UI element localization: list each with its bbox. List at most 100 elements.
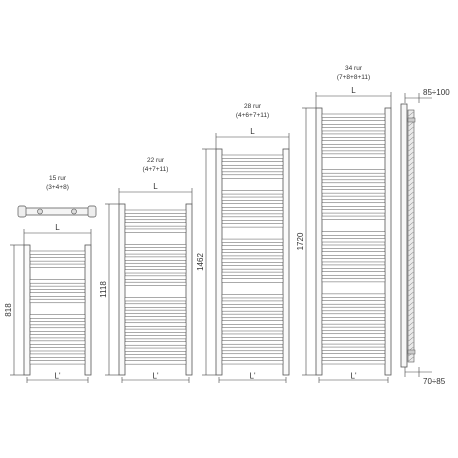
hatch-line: [408, 171, 414, 177]
hatch-line: [408, 146, 414, 152]
hatch-line: [408, 296, 414, 302]
rail: [29, 314, 86, 319]
rail: [29, 257, 86, 262]
hatch-line: [408, 151, 414, 157]
rail: [321, 127, 386, 132]
rail: [124, 281, 187, 286]
height-label: 818: [4, 303, 13, 317]
rail: [321, 175, 386, 181]
rail: [321, 169, 386, 174]
hatch-line: [408, 211, 414, 217]
rail: [321, 320, 386, 325]
left-post: [118, 203, 126, 376]
rail: [321, 231, 386, 236]
left-post: [315, 107, 323, 376]
side-bracket-bottom: [407, 349, 416, 355]
rail: [221, 203, 284, 208]
hatch-line: [408, 236, 414, 242]
rail: [29, 327, 86, 332]
rail: [221, 313, 284, 319]
rail: [124, 262, 187, 267]
rail: [321, 215, 386, 220]
hatch-line: [408, 311, 414, 317]
hatch-line: [408, 271, 414, 277]
hatch-line: [408, 291, 414, 297]
tubes-count-label: 15 rur: [49, 175, 67, 182]
rail: [221, 216, 284, 221]
rail: [221, 174, 284, 179]
hatch-line: [408, 136, 414, 142]
rail: [321, 258, 386, 263]
hatch-line: [408, 176, 414, 182]
rail: [321, 251, 386, 256]
hatch-line: [408, 111, 414, 117]
rail: [321, 140, 386, 145]
right-post: [282, 148, 290, 376]
rail: [29, 321, 86, 326]
rail: [124, 216, 187, 221]
rail: [321, 271, 386, 276]
hatch-line: [408, 231, 414, 237]
top-view-mount-left: [37, 208, 43, 215]
right-post: [84, 244, 92, 376]
rail: [29, 298, 86, 304]
side-profile-front: [400, 103, 408, 368]
hatch-line: [408, 161, 414, 167]
rail: [221, 300, 284, 305]
rail: [321, 326, 386, 332]
rail: [321, 277, 386, 283]
rail: [321, 133, 386, 138]
rail: [124, 328, 187, 333]
rail: [29, 334, 86, 339]
hatch-line: [408, 131, 414, 137]
rail: [321, 189, 386, 194]
hatch-line: [408, 251, 414, 257]
height-label: 1462: [196, 253, 205, 271]
rail: [321, 238, 386, 243]
hatch-line: [408, 141, 414, 147]
hatch-line: [408, 156, 414, 162]
rail: [321, 244, 386, 249]
hatch-line: [408, 316, 414, 322]
hatch-line: [408, 201, 414, 207]
rail: [221, 340, 284, 345]
left-post: [215, 148, 223, 376]
width-label: L: [250, 127, 255, 136]
hatch-line: [408, 331, 414, 337]
rail: [221, 278, 284, 283]
hatch-line: [408, 326, 414, 332]
tubes-count-label: 34 rur: [345, 65, 363, 72]
hatch-line: [408, 341, 414, 347]
rail: [124, 209, 187, 214]
rail: [321, 182, 386, 187]
rail: [321, 300, 386, 305]
rail: [221, 210, 284, 215]
hatch-line: [408, 241, 414, 247]
rail: [124, 303, 187, 308]
top-view-end-left: [17, 205, 27, 218]
hatch-line: [408, 216, 414, 222]
rail: [29, 360, 86, 365]
hatch-line: [408, 186, 414, 192]
rail: [321, 333, 386, 338]
height-label: 1720: [296, 232, 305, 250]
rail: [124, 244, 187, 248]
width-label: L: [351, 86, 356, 95]
side-top-dim-label: 85÷100: [423, 88, 450, 97]
rail: [321, 306, 386, 312]
rail: [124, 250, 187, 255]
right-post: [384, 107, 392, 376]
rail: [124, 275, 187, 280]
rail: [29, 292, 86, 297]
hatch-line: [408, 221, 414, 227]
hatch-line: [408, 246, 414, 252]
top-view-bar: [19, 207, 95, 216]
rail: [221, 161, 284, 166]
rail: [29, 250, 86, 255]
hatch-line: [408, 266, 414, 272]
left-post: [23, 244, 31, 376]
rail: [124, 256, 187, 261]
rail: [321, 346, 386, 351]
